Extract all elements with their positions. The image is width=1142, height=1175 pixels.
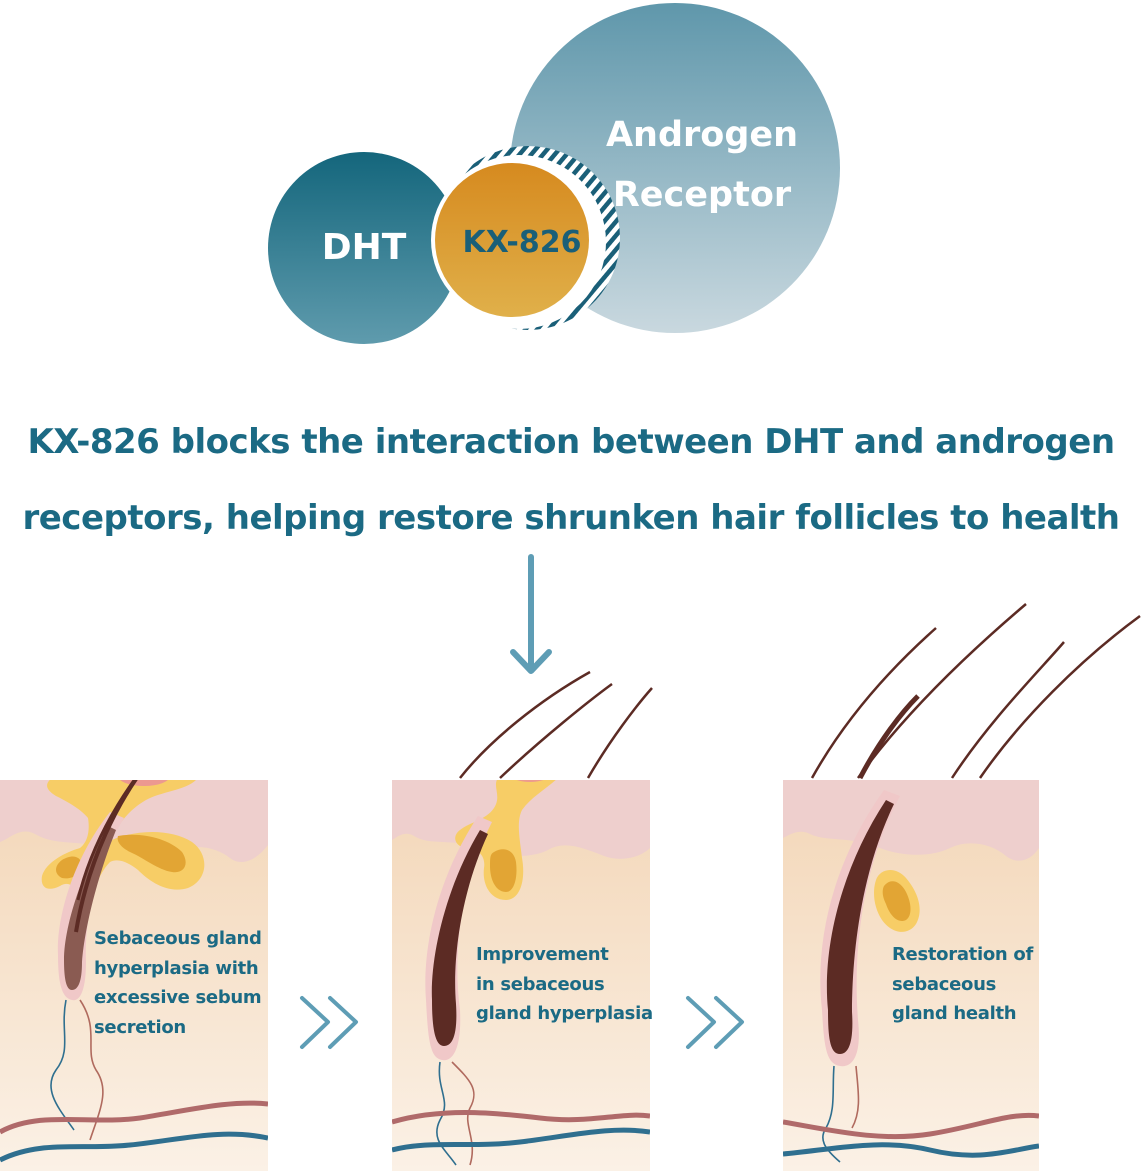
caption-line: gland hyperplasia	[476, 1003, 653, 1024]
headline-line2: receptors, helping restore shrunken hair…	[22, 498, 1120, 538]
headline: KX-826 blocks the interaction between DH…	[0, 404, 1142, 556]
panel3-caption: Restoration of sebaceous gland health	[892, 940, 1033, 1029]
panel2-caption: Improvement in sebaceous gland hyperplas…	[476, 940, 653, 1029]
caption-line: gland health	[892, 1003, 1017, 1024]
caption-line: in sebaceous	[476, 973, 605, 995]
panel-restoration	[783, 603, 1141, 1171]
kx-826-label: KX-826	[462, 225, 581, 260]
panel-sebaceous-hyperplasia	[0, 780, 268, 1171]
caption-line: sebaceous	[892, 973, 997, 995]
down-arrow-icon	[510, 554, 552, 674]
chevron-right-icon	[300, 996, 358, 1049]
dht-label: DHT	[322, 227, 407, 268]
kx-826-circle: KX-826	[431, 159, 593, 321]
chevron-right-icon	[686, 996, 744, 1049]
caption-line: Improvement	[476, 944, 609, 965]
caption-line: Sebaceous gland	[94, 928, 262, 949]
receptor-label-line2: Receptor	[613, 175, 792, 215]
panel1-caption: Sebaceous gland hyperplasia with excessi…	[94, 924, 262, 1042]
panel-improvement	[392, 670, 653, 1171]
dht-circle: DHT	[268, 152, 460, 344]
caption-line: Restoration of	[892, 944, 1033, 965]
caption-line: hyperplasia with	[94, 957, 259, 979]
receptor-label-line1: Androgen	[606, 115, 798, 155]
caption-line: secretion	[94, 1016, 186, 1038]
caption-line: excessive sebum	[94, 987, 262, 1008]
headline-line1: KX-826 blocks the interaction between DH…	[27, 422, 1115, 462]
